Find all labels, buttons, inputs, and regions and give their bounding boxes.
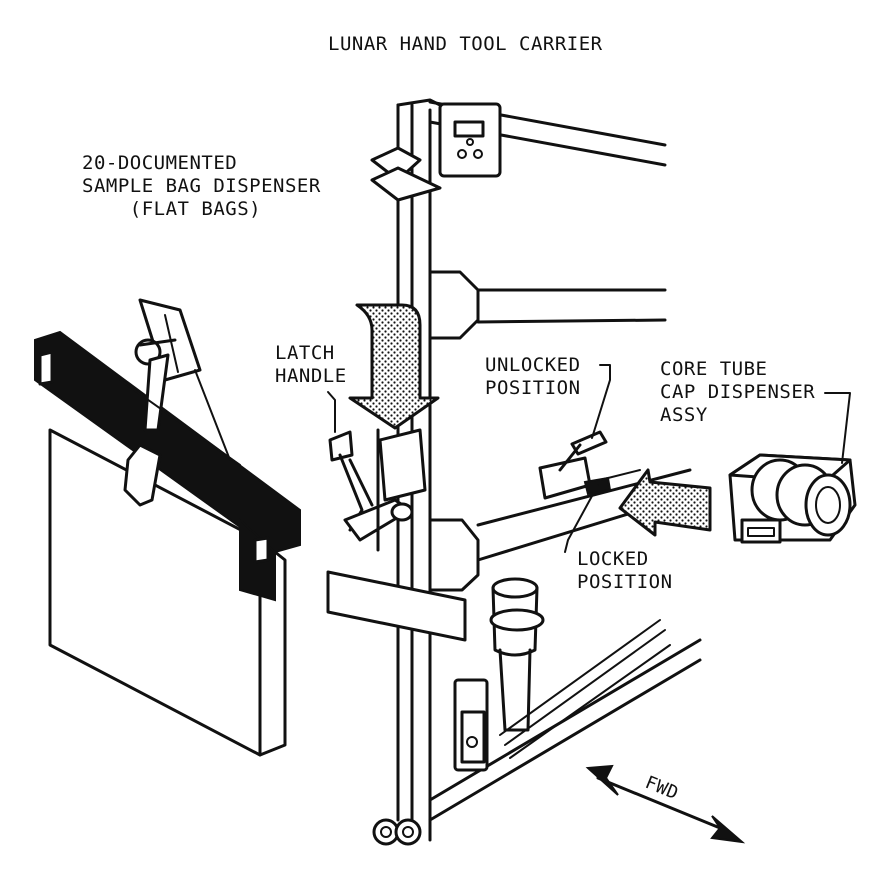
label-locked-position-line2: POSITION [577,571,673,593]
label-latch-handle-line2: HANDLE [275,365,347,387]
label-unlocked-position-line1: UNLOCKED [485,354,581,376]
label-locked-position-line1: LOCKED [577,548,649,570]
label-unlocked-position-line2: POSITION [485,377,581,399]
label-core-tube-line3: ASSY [660,404,708,426]
label-sample-bag-dispenser-line3: (FLAT BAGS) [82,198,262,220]
label-sample-bag-dispenser-line2: SAMPLE BAG DISPENSER [82,175,321,197]
diagram-title: LUNAR HAND TOOL CARRIER [328,33,603,55]
label-core-tube-line2: CAP DISPENSER [660,381,816,403]
insert-arrow-left [618,468,712,537]
core-tube-cap-dispenser [728,453,857,544]
label-sample-bag-dispenser-line1: 20-DOCUMENTED [82,152,238,174]
latch-handle-assembly [328,428,427,552]
leader-lines [327,364,851,553]
carrier-frame [326,98,702,846]
label-latch-handle-line1: LATCH [275,342,335,364]
post-cap [370,146,442,202]
forward-direction-arrow [585,764,746,844]
sample-bag-dispenser [34,298,301,757]
label-core-tube-line1: CORE TUBE [660,358,768,380]
latch-mechanism [538,430,641,500]
insert-arrow-down [348,303,440,430]
